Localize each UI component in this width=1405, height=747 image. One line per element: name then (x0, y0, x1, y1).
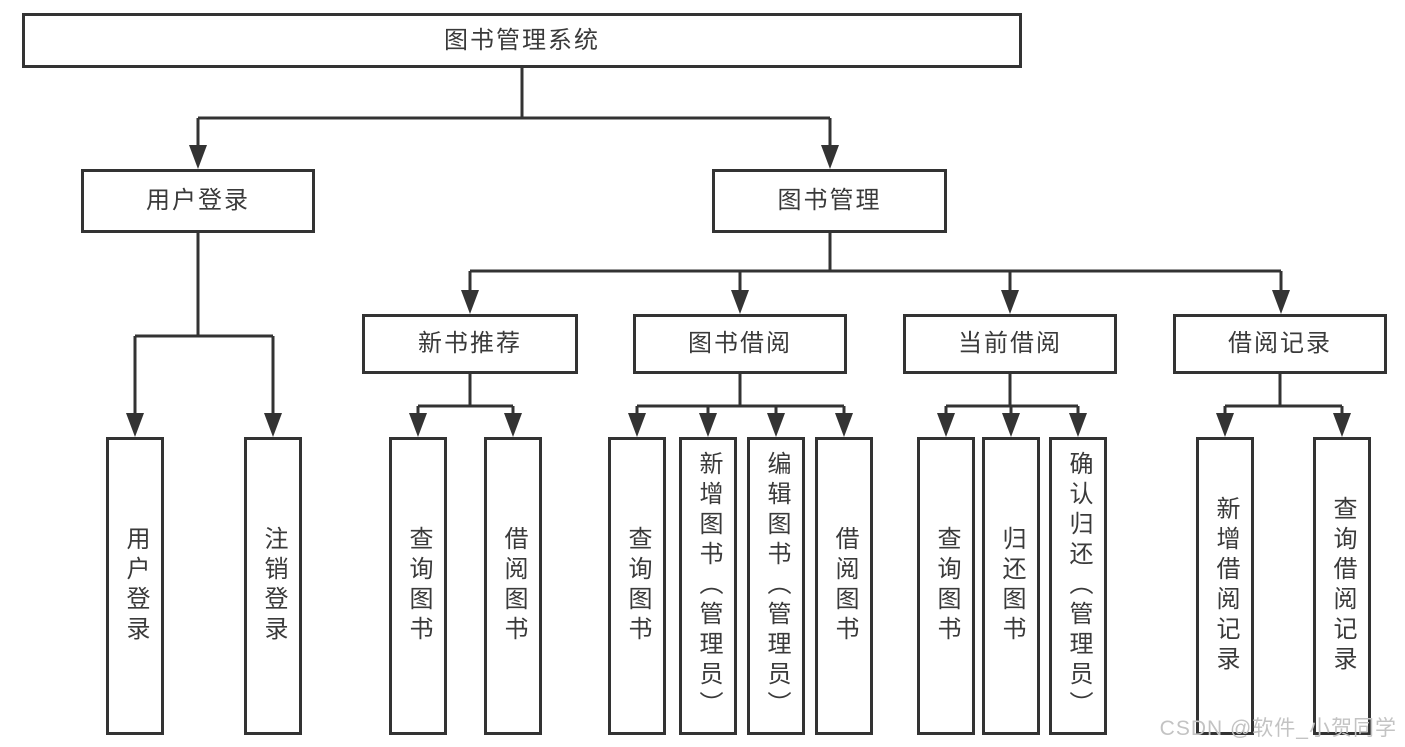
arrow-down-icon (1333, 413, 1351, 437)
arrow-down-icon (835, 413, 853, 437)
arrow-down-icon (1002, 413, 1020, 437)
node-root: 图书管理系统 (22, 13, 1022, 68)
node-borrow-records: 借阅记录 (1173, 314, 1387, 374)
arrow-down-icon (821, 145, 839, 169)
leaf-edit-book-admin: 编辑图书（管理员） (747, 437, 805, 735)
arrow-down-icon (504, 413, 522, 437)
leaf-query-book: 查询图书 (389, 437, 447, 735)
leaf-borrow-book: 借阅图书 (815, 437, 873, 735)
leaf-borrow-book: 借阅图书 (484, 437, 542, 735)
leaf-return-book: 归还图书 (982, 437, 1040, 735)
arrow-down-icon (1001, 290, 1019, 314)
node-user-login: 用户登录 (81, 169, 315, 233)
node-current-borrow: 当前借阅 (903, 314, 1117, 374)
arrow-down-icon (767, 413, 785, 437)
leaf-add-borrow-record: 新增借阅记录 (1196, 437, 1254, 735)
watermark: CSDN @软件_小贺同学 (1159, 717, 1397, 740)
leaf-confirm-return-admin: 确认归还（管理员） (1049, 437, 1107, 735)
leaf-user-login: 用户登录 (106, 437, 164, 735)
node-new-book-recommend: 新书推荐 (362, 314, 578, 374)
arrow-down-icon (1272, 290, 1290, 314)
arrow-down-icon (1069, 413, 1087, 437)
arrow-down-icon (264, 413, 282, 437)
leaf-add-book-admin: 新增图书（管理员） (679, 437, 737, 735)
arrow-down-icon (699, 413, 717, 437)
arrow-down-icon (409, 413, 427, 437)
arrow-down-icon (1216, 413, 1234, 437)
leaf-query-book: 查询图书 (917, 437, 975, 735)
arrow-down-icon (189, 145, 207, 169)
node-book-borrow: 图书借阅 (633, 314, 847, 374)
arrow-down-icon (126, 413, 144, 437)
arrow-down-icon (731, 290, 749, 314)
arrow-down-icon (461, 290, 479, 314)
arrow-down-icon (937, 413, 955, 437)
leaf-query-borrow-record: 查询借阅记录 (1313, 437, 1371, 735)
arrow-down-icon (628, 413, 646, 437)
node-book-management: 图书管理 (712, 169, 947, 233)
leaf-logout: 注销登录 (244, 437, 302, 735)
leaf-query-book: 查询图书 (608, 437, 666, 735)
